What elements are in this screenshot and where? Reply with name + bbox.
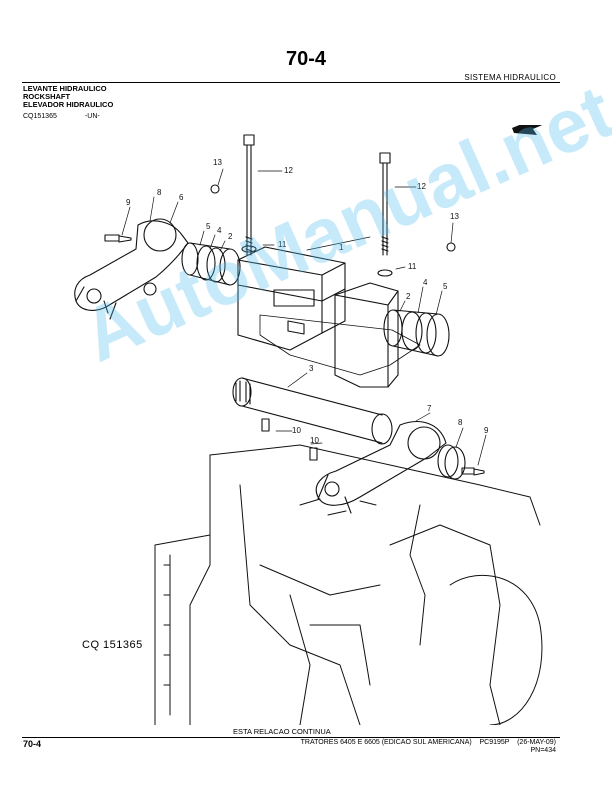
callout-6: 6 <box>179 193 184 202</box>
cap-screw-left <box>104 234 132 243</box>
page-number: 70-4 <box>285 48 327 70</box>
callout-13: 13 <box>213 158 222 167</box>
callout-4: 4 <box>217 226 222 235</box>
callout-1: 1 <box>339 243 344 252</box>
dowel-pin-left <box>261 418 270 432</box>
tractor-chassis <box>154 444 543 725</box>
callout-9: 9 <box>484 426 489 435</box>
washer-right <box>377 269 393 277</box>
continues-note: ESTA RELACAO CONTINUA <box>233 727 331 736</box>
callout-11: 11 <box>408 262 417 271</box>
rockshaft <box>232 377 393 445</box>
callout-9: 9 <box>126 198 131 207</box>
reference-line: CQ151365 -UN- <box>23 113 100 120</box>
figure-label: CQ 151365 <box>82 639 143 651</box>
callout-2: 2 <box>406 292 411 301</box>
seal-stack-left <box>181 242 241 286</box>
footer-info: TRATORES 6405 E 6605 (EDICAO SUL AMERICA… <box>301 739 556 755</box>
callout-5: 5 <box>206 222 211 231</box>
footer-publication: TRATORES 6405 E 6605 (EDICAO SUL AMERICA… <box>300 739 556 746</box>
callout-5: 5 <box>443 282 448 291</box>
rockshaft-housing <box>237 246 421 388</box>
callout-4: 4 <box>423 278 428 287</box>
callout-10: 10 <box>292 426 301 435</box>
lift-arm-right <box>315 421 447 514</box>
title-pt: LEVANTE HIDRAULICO <box>23 84 107 93</box>
callout-10: 10 <box>310 436 319 445</box>
part-titles: LEVANTE HIDRAULICO ROCKSHAFT ELEVADOR HI… <box>23 85 113 109</box>
callout-12: 12 <box>284 166 293 175</box>
section-title: SISTEMA HIDRAULICO <box>464 73 556 82</box>
callouts <box>121 168 487 466</box>
lift-arm-left <box>74 218 189 320</box>
title-en: ROCKSHAFT <box>23 92 71 101</box>
direction-arrow-icon <box>512 125 543 135</box>
top-rule <box>22 82 560 83</box>
bolt-right <box>379 152 391 256</box>
callout-8: 8 <box>157 188 162 197</box>
callout-3: 3 <box>309 364 314 373</box>
callout-11: 11 <box>278 240 287 249</box>
callout-7: 7 <box>427 404 432 413</box>
end-cap-right <box>437 444 466 480</box>
footer-pn: PN=434 <box>530 747 557 754</box>
dowel-pin-right <box>309 447 318 461</box>
grease-fitting-right <box>446 242 456 252</box>
bottom-rule <box>22 737 560 738</box>
callout-12: 12 <box>417 182 426 191</box>
footer-page-number: 70-4 <box>23 739 42 749</box>
washer-left <box>241 245 257 253</box>
callout-8: 8 <box>458 418 463 427</box>
reference-code: CQ151365 <box>23 113 57 120</box>
cap-screw-right <box>461 467 485 476</box>
grease-fitting-left <box>210 184 220 194</box>
callout-2: 2 <box>228 232 233 241</box>
parts-diagram: 12 12 13 13 11 11 1 9 9 8 8 6 7 5 5 4 4 … <box>74 125 543 725</box>
reference-suffix: -UN- <box>84 113 100 120</box>
bolt-left <box>243 134 255 256</box>
seal-stack-right <box>383 309 450 357</box>
callout-13: 13 <box>450 212 459 221</box>
title-es: ELEVADOR HIDRAULICO <box>23 100 114 109</box>
